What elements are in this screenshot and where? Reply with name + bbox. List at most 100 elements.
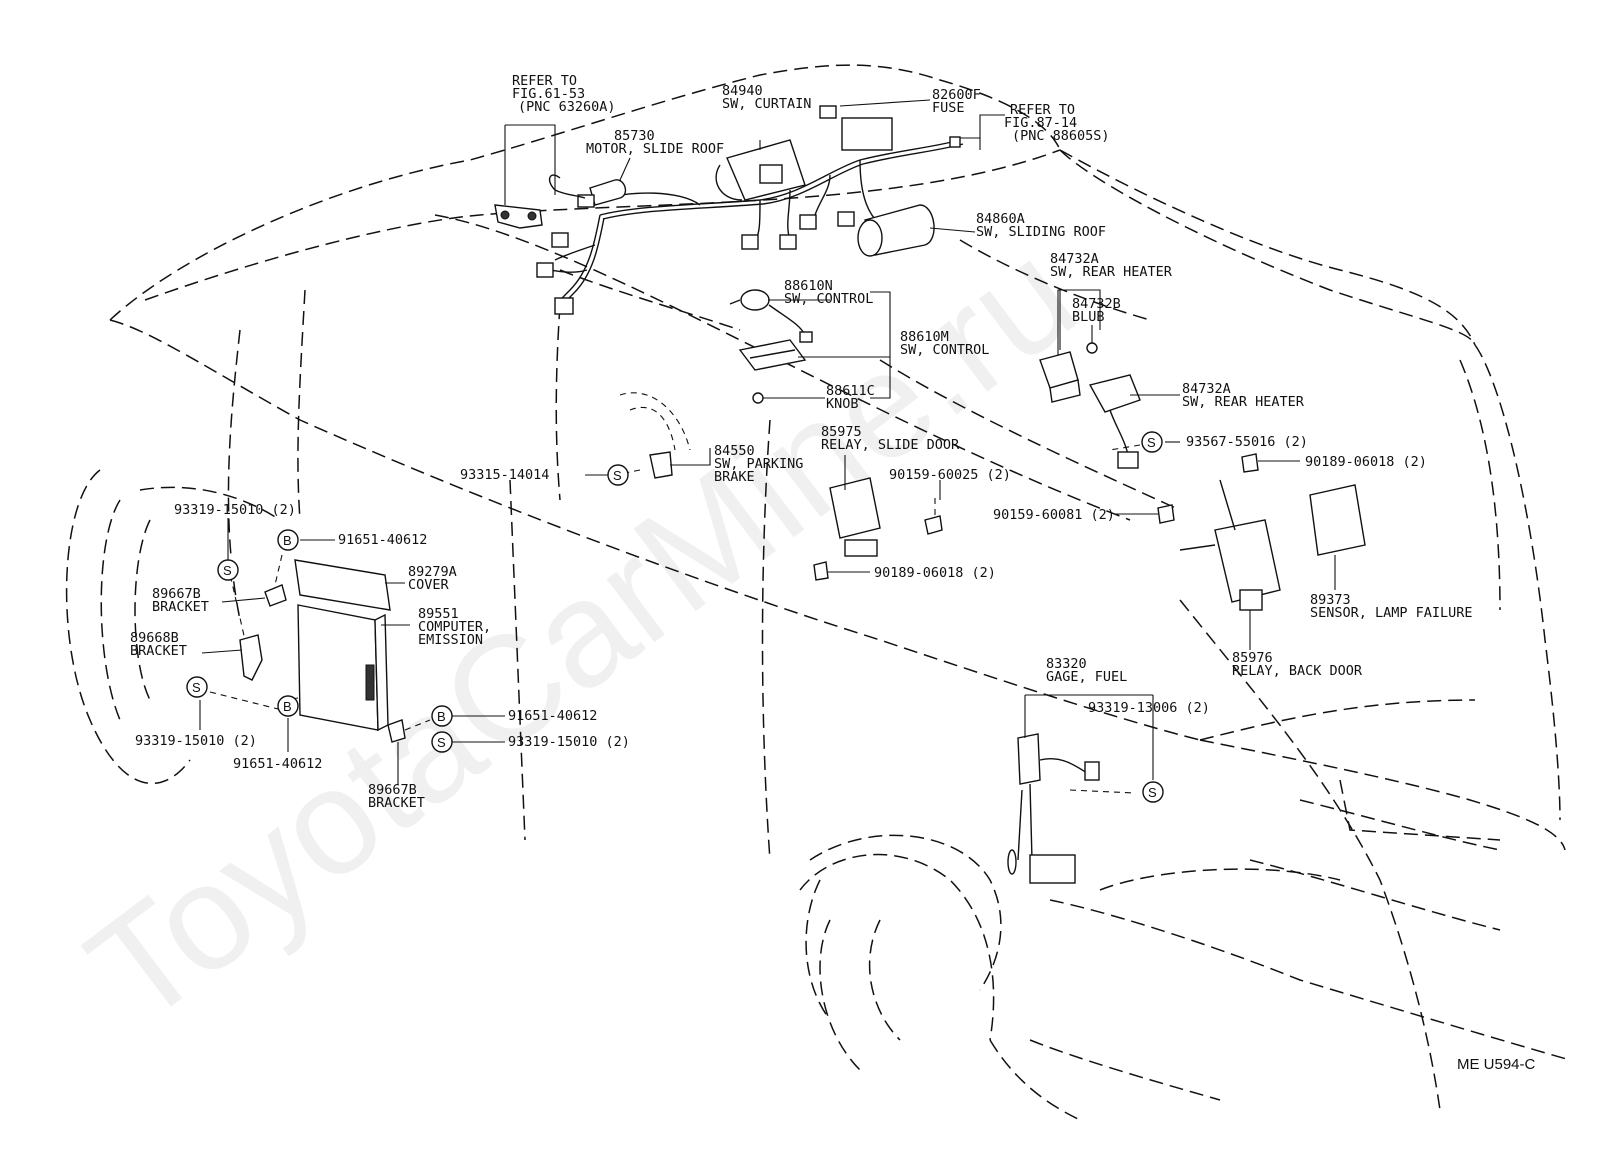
clip-90189-mid-part xyxy=(813,561,829,581)
sensor-lamp-failure-number: 89373 xyxy=(1310,592,1351,608)
svg-text:B: B xyxy=(283,699,292,714)
bolt-91651-top-label: 91651-40612 xyxy=(338,532,427,548)
sw-rear-heater-upper-number: 84732A xyxy=(1050,251,1099,267)
svg-text:S: S xyxy=(613,468,622,483)
sensor-lamp-failure-name: SENSOR, LAMP FAILURE xyxy=(1310,605,1473,621)
screw-93567-label: 93567-55016 (2) xyxy=(1186,434,1308,450)
bracket-b-number: 89668B xyxy=(130,630,179,646)
bracket-b-name: BRACKET xyxy=(130,643,187,659)
fuse-number: 82600F xyxy=(932,87,981,103)
relay-back-door-part xyxy=(1179,479,1281,611)
knob-part xyxy=(752,392,764,404)
screw-symbol: S xyxy=(1141,431,1163,453)
blub-number: 84732B xyxy=(1072,296,1121,312)
clip-90189-right-part xyxy=(1241,453,1259,473)
screw-93319-mid-label: 93319-15010 (2) xyxy=(508,734,630,750)
relay-slide-door-part xyxy=(829,477,881,557)
sw-curtain-name: SW, CURTAIN xyxy=(722,96,811,112)
screw-symbol: S xyxy=(217,559,239,581)
refer-roof-line3: (PNC 63260A) xyxy=(518,99,616,115)
screw-93319-top-label: 93319-15010 (2) xyxy=(174,502,296,518)
sw-parking-brake-name2: BRAKE xyxy=(714,469,755,485)
bolt-90159-81-part xyxy=(1157,504,1175,524)
blub-name: BLUB xyxy=(1072,309,1105,325)
cover-name: COVER xyxy=(408,577,450,593)
screw-93315-label: 93315-14014 xyxy=(460,467,549,483)
roof-bracket-part xyxy=(494,204,543,229)
gage-fuel-number: 83320 xyxy=(1046,656,1087,672)
sw-control-n-name: SW, CONTROL xyxy=(784,291,873,307)
blub-part xyxy=(1086,342,1098,354)
motor-slide-roof-part xyxy=(548,174,627,208)
sw-control-n-number: 88610N xyxy=(784,278,833,294)
screw-93319-fuel-label: 93319-13006 (2) xyxy=(1088,700,1210,716)
screw-93319-left-label: 93319-15010 (2) xyxy=(135,733,257,749)
motor-slide-roof-name: MOTOR, SLIDE ROOF xyxy=(586,141,724,157)
screw-symbol: S xyxy=(1142,781,1164,803)
sensor-lamp-failure-part xyxy=(1309,484,1366,556)
fuse-name: FUSE xyxy=(932,100,965,116)
svg-text:S: S xyxy=(1147,435,1156,450)
screw-symbol: S xyxy=(186,676,208,698)
refer-roof-line1: REFER TO xyxy=(512,73,577,89)
refer-fuse-line2: FIG.87-14 xyxy=(1004,115,1077,131)
svg-text:S: S xyxy=(223,563,232,578)
svg-text:S: S xyxy=(437,735,446,750)
bolt-symbol: B xyxy=(431,705,453,727)
bracket-b-part xyxy=(239,634,263,681)
computer-emission-part xyxy=(297,604,389,732)
bracket-a-number: 89667B xyxy=(152,586,201,602)
clip-90189-right-label: 90189-06018 (2) xyxy=(1305,454,1427,470)
bolt-90159-25-label: 90159-60025 (2) xyxy=(889,467,1011,483)
relay-back-door-number: 85976 xyxy=(1232,650,1273,666)
computer-emission-number: 89551 xyxy=(418,606,459,622)
svg-text:S: S xyxy=(1148,785,1157,800)
bracket-c-part xyxy=(387,719,406,743)
knob-number: 88611C xyxy=(826,383,875,399)
bolt-91651-mid-label: 91651-40612 xyxy=(508,708,597,724)
sw-rear-heater-lower-name: SW, REAR HEATER xyxy=(1182,394,1305,410)
relay-slide-door-number: 85975 xyxy=(821,424,862,440)
sw-curtain-number: 84940 xyxy=(722,83,763,99)
knob-name: KNOB xyxy=(826,396,859,412)
fuse-part xyxy=(819,105,893,151)
sw-control-n-part xyxy=(729,289,813,343)
refer-fuse-line1: REFER TO xyxy=(1010,102,1075,118)
relay-back-door-name: RELAY, BACK DOOR xyxy=(1232,663,1363,679)
bracket-c-number: 89667B xyxy=(368,782,417,798)
gage-fuel-part xyxy=(1007,733,1100,884)
bracket-a-part xyxy=(264,584,287,607)
computer-emission-name: COMPUTER, xyxy=(418,619,491,635)
bolt-90159-81-label: 90159-60081 (2) xyxy=(993,507,1115,523)
cover-part xyxy=(294,559,391,611)
bracket-c-name: BRACKET xyxy=(368,795,425,811)
bolt-90159-25-part xyxy=(924,495,943,535)
sw-curtain-part xyxy=(715,139,806,201)
drawing-code: ME U594-C xyxy=(1457,1056,1536,1073)
sw-rear-heater-upper-name: SW, REAR HEATER xyxy=(1050,264,1173,280)
sw-rear-heater-lower-number: 84732A xyxy=(1182,381,1231,397)
relay-slide-door-name: RELAY, SLIDE DOOR xyxy=(821,437,960,453)
sw-rear-heater-upper-part xyxy=(1039,351,1081,403)
gage-fuel-name: GAGE, FUEL xyxy=(1046,669,1127,685)
refer-fuse-line3: (PNC 88605S) xyxy=(1012,128,1110,144)
sw-control-m-number: 88610M xyxy=(900,329,949,345)
motor-slide-roof-number: 85730 xyxy=(614,128,655,144)
sw-sliding-roof-part xyxy=(857,204,935,257)
bolt-symbol: B xyxy=(277,529,299,551)
fastener-symbols: S S S B S B B S xyxy=(186,431,1164,803)
roof-wire-harness xyxy=(536,136,964,315)
computer-emission-name2: EMISSION xyxy=(418,632,483,648)
svg-text:S: S xyxy=(192,680,201,695)
bolt-symbol: B xyxy=(277,695,299,717)
screw-symbol: S xyxy=(431,731,453,753)
sw-sliding-roof-number: 84860A xyxy=(976,211,1025,227)
svg-text:B: B xyxy=(437,709,446,724)
cover-number: 89279A xyxy=(408,564,457,580)
sw-parking-brake-name: SW, PARKING xyxy=(714,456,803,472)
bolt-91651-left-label: 91651-40612 xyxy=(233,756,322,772)
sw-parking-brake-number: 84550 xyxy=(714,443,755,459)
clip-90189-mid-label: 90189-06018 (2) xyxy=(874,565,996,581)
refer-roof-line2: FIG.61-53 xyxy=(512,86,585,102)
bracket-a-name: BRACKET xyxy=(152,599,209,615)
